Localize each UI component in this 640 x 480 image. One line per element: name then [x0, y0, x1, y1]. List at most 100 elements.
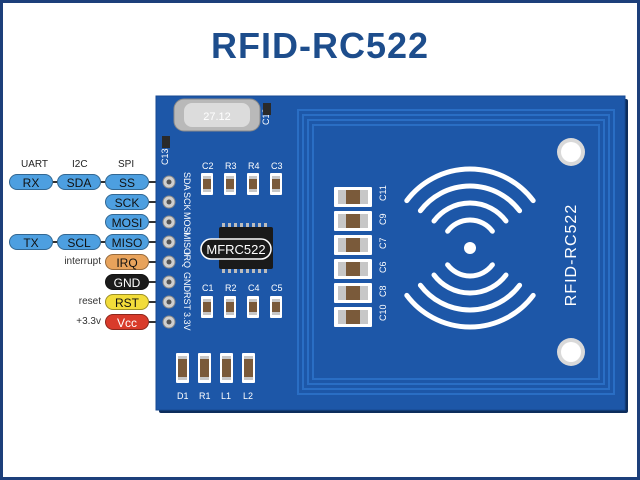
rf-wave-bottom — [445, 262, 495, 279]
header-pin-hole — [166, 179, 172, 185]
label-l2: L2 — [243, 391, 253, 401]
component-l2-cap-bottom — [244, 377, 253, 380]
silk-mosi: MOSI — [182, 212, 192, 235]
crystal-label: 27.12 — [203, 111, 231, 123]
mounting-hole — [561, 342, 581, 362]
rf-wave-bottom — [431, 272, 509, 296]
pin-miso: MISO — [105, 234, 149, 250]
pin-note-vcc: +3.3v — [76, 316, 101, 327]
component-c5-body — [272, 302, 280, 312]
mounting-hole — [561, 142, 581, 162]
component-c4 — [247, 296, 259, 318]
component-c2-cap-top — [203, 176, 211, 179]
chip-label-pill — [200, 238, 272, 260]
component-c9-cap-right — [360, 214, 368, 228]
component-r4-cap-bottom — [249, 189, 257, 192]
component-r1-cap-top — [200, 356, 209, 359]
component-c12 — [263, 103, 271, 115]
component-c11 — [346, 190, 360, 204]
component-c6-cap-right — [360, 262, 368, 276]
component-l2 — [242, 353, 255, 383]
silk-3.3v: 3.3V — [182, 312, 192, 331]
chip-lead — [264, 269, 267, 273]
pin-uart-tx: TX — [9, 234, 53, 250]
component-c10 — [346, 310, 360, 324]
component-c11-cap-right — [360, 190, 368, 204]
component-c3-cap-top — [272, 176, 280, 179]
pin-lead — [149, 281, 161, 283]
component-r1 — [198, 353, 211, 383]
connector-line — [53, 181, 57, 183]
label-r1: R1 — [199, 391, 211, 401]
pin-lead — [149, 301, 161, 303]
component-c9-cap-left — [338, 214, 346, 228]
component-d1-cap-top — [178, 356, 187, 359]
pin-lead — [149, 181, 161, 183]
antenna-trace — [302, 114, 610, 390]
pin-note-irq: interrupt — [64, 256, 101, 267]
component-r4-cap-top — [249, 176, 257, 179]
header-i2c: I2C — [72, 159, 88, 170]
component-c11-cap-left — [338, 190, 346, 204]
component-l1 — [220, 353, 233, 383]
silk-miso: MISO — [182, 232, 192, 255]
component-d1 — [176, 353, 189, 383]
rfid-board: RFID-RC52227.12C13C12SDASCKMOSIMISOIRQGN… — [155, 95, 628, 413]
header-pin-hole — [166, 219, 172, 225]
label-c8: C8 — [378, 285, 388, 297]
pin-vcc: Vcc — [105, 314, 149, 330]
label-c3: C3 — [271, 161, 283, 171]
rf-wave-top — [431, 200, 509, 224]
component-d1-body — [178, 359, 187, 377]
silk-irq: IRQ — [182, 252, 192, 268]
antenna-label: RFID-RC522 — [563, 204, 580, 306]
component-c10-cap-left — [338, 310, 346, 324]
component-c6-cap-left — [338, 262, 346, 276]
chip-lead — [252, 223, 255, 227]
rf-wave-top — [417, 183, 523, 214]
pin-uart-rx: RX — [9, 174, 53, 190]
label-c9: C9 — [378, 213, 388, 225]
silk-rst: RST — [182, 292, 192, 311]
pin-sck: SCK — [105, 194, 149, 210]
pin-lead — [149, 261, 161, 263]
component-c13 — [162, 136, 170, 148]
component-c1-cap-top — [203, 299, 211, 302]
pin-irq: IRQ — [105, 254, 149, 270]
component-r1-body — [200, 359, 209, 377]
label-r3: R3 — [225, 161, 237, 171]
component-c3-cap-bottom — [272, 189, 280, 192]
pin-lead — [149, 241, 161, 243]
label-r4: R4 — [248, 161, 260, 171]
label-d1: D1 — [177, 391, 189, 401]
label-c13: C13 — [160, 148, 170, 165]
component-l1-body — [222, 359, 231, 377]
component-r3-cap-bottom — [226, 189, 234, 192]
connector-line — [53, 241, 57, 243]
label-c11: C11 — [378, 185, 388, 201]
component-r2 — [224, 296, 236, 318]
component-c1-cap-bottom — [203, 312, 211, 315]
chip-lead — [234, 269, 237, 273]
component-r3-body — [226, 179, 234, 189]
component-d1-cap-bottom — [178, 377, 187, 380]
component-c5 — [270, 296, 282, 318]
component-c4-cap-bottom — [249, 312, 257, 315]
label-c12: C12 — [261, 108, 271, 125]
label-c7: C7 — [378, 237, 388, 249]
label-c5: C5 — [271, 283, 283, 293]
chip-lead — [246, 269, 249, 273]
chip-lead — [240, 269, 243, 273]
component-l2-body — [244, 359, 253, 377]
component-r4-body — [249, 179, 257, 189]
chip-lead — [228, 223, 231, 227]
component-c1 — [201, 296, 213, 318]
pin-mosi: MOSI — [105, 214, 149, 230]
component-l2-cap-top — [244, 356, 253, 359]
component-c8-cap-right — [360, 286, 368, 300]
chip-lead — [222, 223, 225, 227]
silk-sck: SCK — [182, 192, 192, 211]
component-r2-body — [226, 302, 234, 312]
header-pin-hole — [166, 239, 172, 245]
chip-lead — [222, 269, 225, 273]
